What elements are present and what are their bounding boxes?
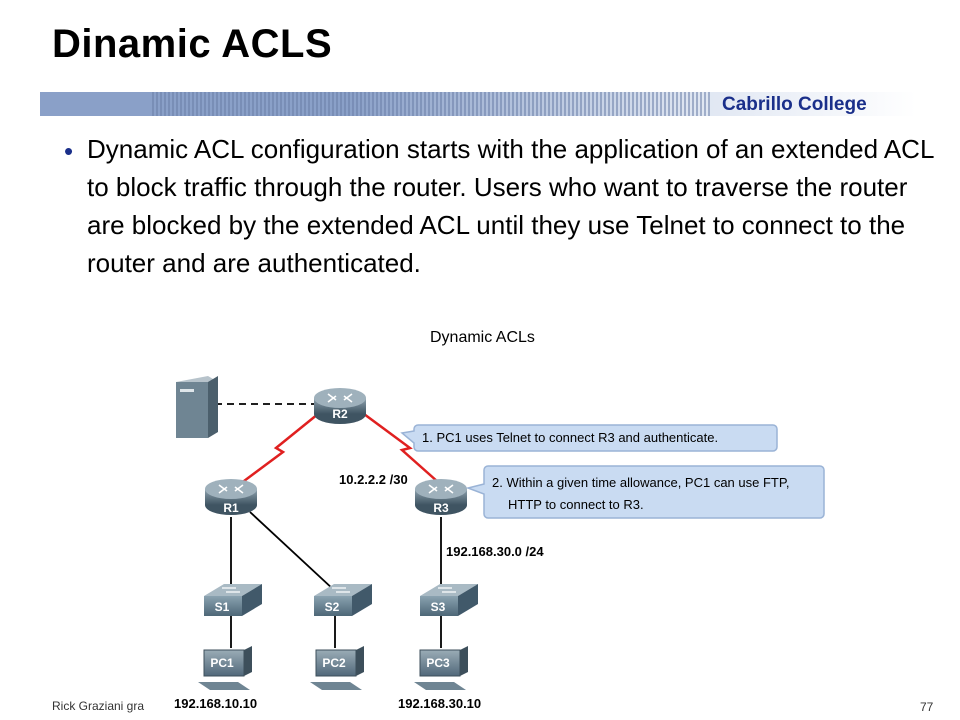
server-icon [176, 376, 218, 438]
link-r1-s2 [249, 511, 335, 591]
router-icon-r2[interactable]: R2 [314, 388, 366, 424]
callout-step2-line1: 2. Within a given time allowance, PC1 ca… [492, 475, 789, 490]
pc3-ip-label: 192.168.30.10 [398, 696, 481, 711]
bullet-text: Dynamic ACL configuration starts with th… [87, 134, 934, 278]
pc-label-pc2: PC2 [322, 656, 346, 670]
callout-step1: 1. PC1 uses Telnet to connect R3 and aut… [400, 424, 778, 452]
pc-icon-pc2[interactable]: PC2 [310, 646, 364, 690]
pc-icon-pc3[interactable]: PC3 [414, 646, 468, 690]
switch-label-s1: S1 [215, 600, 230, 614]
switch-icon-s2[interactable]: S2 [314, 584, 372, 616]
switch-icon-s3[interactable]: S3 [420, 584, 478, 616]
serial-link-r1-r2 [239, 413, 319, 486]
pc-icon-pc1[interactable]: PC1 [198, 646, 252, 690]
callout-step1-text: 1. PC1 uses Telnet to connect R3 and aut… [422, 430, 718, 445]
lan3-network-label: 192.168.30.0 /24 [446, 544, 544, 559]
diagram-title: Dynamic ACLs [430, 329, 535, 346]
switch-label-s3: S3 [431, 600, 446, 614]
pc-label-pc3: PC3 [426, 656, 450, 670]
router-icon-r1[interactable]: R1 [205, 479, 257, 515]
router-label-r2: R2 [332, 407, 348, 421]
pc-label-pc1: PC1 [210, 656, 234, 670]
page-number: 77 [920, 700, 934, 714]
router-icon-r3[interactable]: R3 [415, 479, 467, 515]
serial-link-r2-r3 [363, 412, 439, 483]
switch-icon-s1[interactable]: S1 [204, 584, 262, 616]
bullet-dot: • [64, 136, 74, 166]
callout-step2: 2. Within a given time allowance, PC1 ca… [465, 465, 825, 519]
cabrillo-college-logo: Cabrillo College [722, 94, 867, 115]
header-stripe-bar [40, 90, 916, 116]
switch-label-s2: S2 [325, 600, 340, 614]
serial-ip-label: 10.2.2.2 /30 [339, 472, 408, 487]
router-label-r1: R1 [223, 501, 239, 515]
pc1-ip-label: 192.168.10.10 [174, 696, 257, 711]
slide-title: Dinamic ACLS [52, 22, 333, 66]
router-label-r3: R3 [433, 501, 449, 515]
callout-step2-line2: HTTP to connect to R3. [508, 497, 644, 512]
footer-author: Rick Graziani gra [52, 699, 145, 713]
